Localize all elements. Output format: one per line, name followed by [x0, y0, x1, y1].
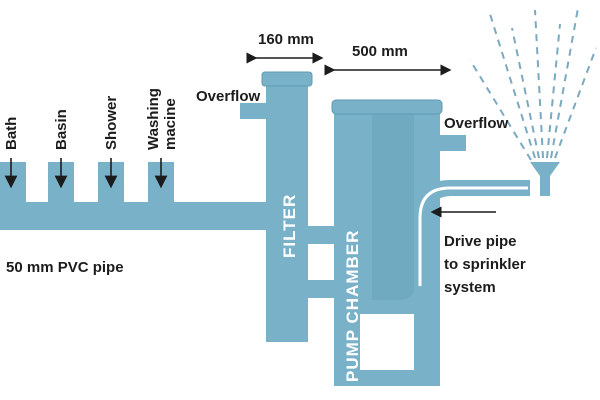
filter-cap: [261, 71, 313, 87]
pump-chamber-body: [334, 108, 440, 386]
basin-label: Basin: [53, 109, 70, 150]
filter-overflow-pipe: [240, 103, 270, 119]
drive-pipe-label-line2: to sprinkler: [444, 256, 526, 273]
pump-chamber-label: PUMP CHAMBER: [343, 230, 362, 382]
drive-pipe-highlight: [418, 186, 528, 286]
drive-pipe-label-line3: system: [444, 279, 496, 296]
drive-pipe: [414, 180, 530, 286]
drive-pipe-label-line1: Drive pipe: [444, 233, 517, 250]
filter-body: [266, 80, 308, 342]
bath-inlet: [0, 162, 26, 204]
filter-label: FILTER: [280, 194, 299, 258]
overflow-right-label: Overflow: [444, 115, 509, 132]
inner-tank: [372, 110, 414, 300]
washing-label-line2: macine: [162, 98, 179, 150]
pump-chamber-lid: [331, 99, 443, 115]
sprinkler-head-icon: [530, 162, 560, 196]
pvc-pipe-label: 50 mm PVC pipe: [6, 259, 124, 276]
shower-label: Shower: [103, 96, 120, 150]
filter-dimension-label: 160 mm: [258, 31, 314, 48]
pump-chamber-unit: [331, 99, 466, 386]
overflow-left-label: Overflow: [196, 88, 261, 105]
chamber-dimension-label: 500 mm: [352, 43, 408, 60]
inlet-arrows: [4, 158, 168, 189]
bath-label: Bath: [3, 117, 20, 150]
horizontal-pvc-pipe: [0, 202, 268, 230]
washing-label-line1: Washing: [145, 88, 162, 150]
connector-upper: [306, 226, 336, 244]
filter-unit: [240, 71, 313, 342]
sprinkler-spray: [469, 7, 597, 161]
chamber-overflow-pipe: [438, 135, 466, 151]
pvc-pipe-assembly: [0, 162, 268, 230]
connector-lower: [306, 280, 336, 298]
